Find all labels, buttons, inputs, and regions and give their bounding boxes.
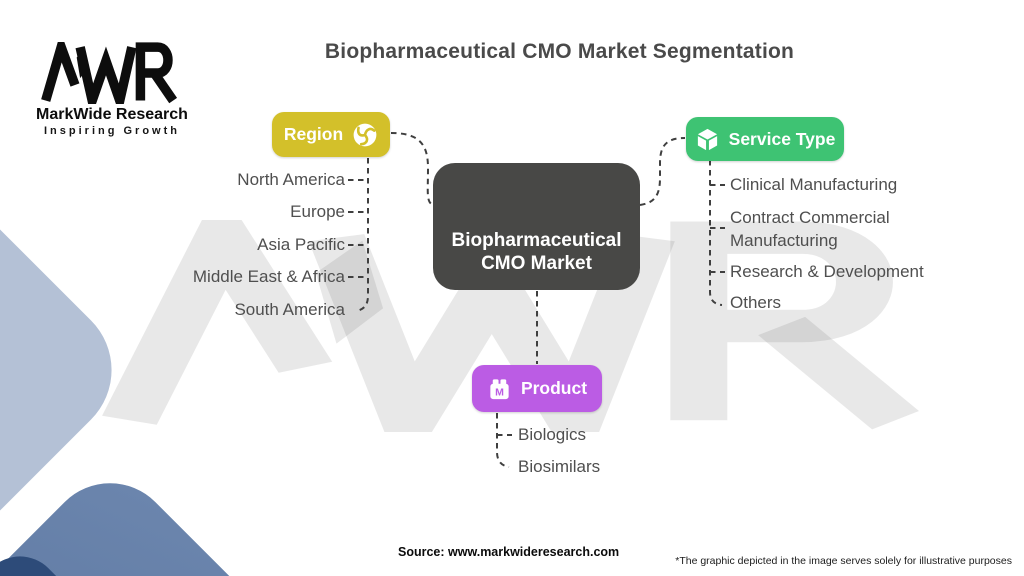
branch-node-product: M Product (472, 365, 602, 412)
region-item-asia-pacific: Asia Pacific (257, 235, 345, 254)
region-item-europe: Europe (290, 202, 345, 221)
bag-letter: M (495, 387, 504, 399)
logo-tagline: Inspiring Growth (44, 125, 180, 137)
central-node-line1: Biopharmaceutical (451, 230, 622, 251)
service-item-others: Others (730, 293, 782, 312)
source-text: Source: www.markwideresearch.com (398, 545, 620, 559)
central-node-line2: CMO Market (481, 253, 592, 274)
branch-node-service-type: Service Type (686, 117, 844, 161)
mwr-logo-icon (41, 42, 178, 104)
product-item-biosimilars: Biosimilars (518, 457, 601, 476)
service-item-contract: Contract Commercial Manufacturing (730, 208, 890, 250)
disclaimer-text: *The graphic depicted in the image serve… (675, 555, 1012, 567)
shopping-bag-icon: M (490, 379, 509, 400)
branch-node-region: Region (272, 112, 390, 157)
service-item-rnd: Research & Development (730, 262, 924, 281)
service-type-label: Service Type (728, 128, 836, 149)
product-item-biologics: Biologics (518, 425, 587, 444)
product-label: Product (520, 378, 588, 398)
logo-company-name: MarkWide Research (36, 106, 188, 123)
region-item-north-america: North America (237, 170, 345, 189)
region-item-south-america: South America (234, 300, 345, 319)
central-market-node: Biopharmaceutical CMO Market (433, 163, 640, 290)
cube-icon (697, 128, 717, 150)
service-item-clinical: Clinical Manufacturing (730, 175, 898, 194)
globe-icon (353, 123, 377, 146)
region-item-mea: Middle East & Africa (192, 267, 345, 286)
page-title: Biopharmaceutical CMO Market Segmentatio… (324, 40, 795, 63)
region-label: Region (283, 124, 344, 144)
markwide-research-logo: MarkWide Research Inspiring Growth (33, 42, 191, 137)
